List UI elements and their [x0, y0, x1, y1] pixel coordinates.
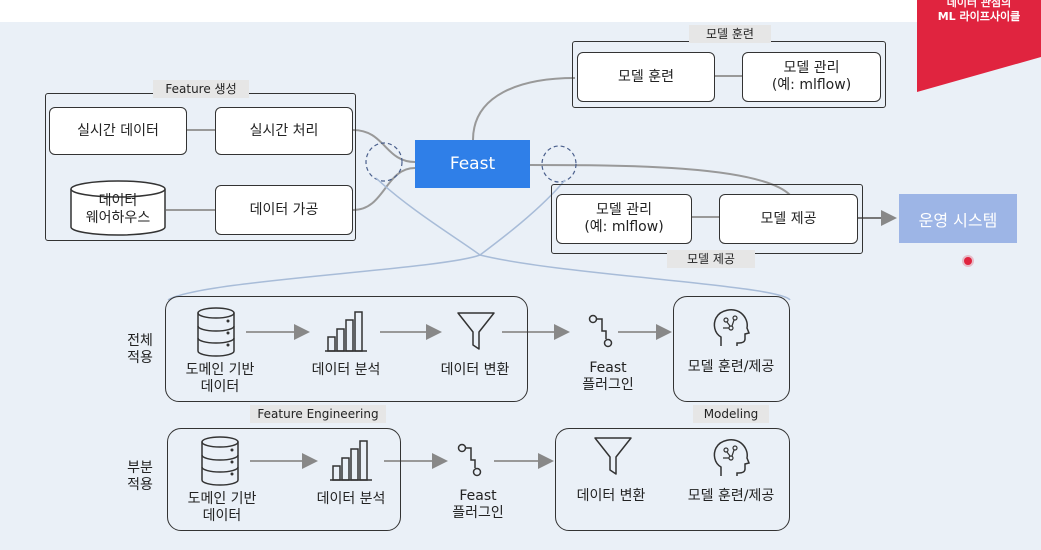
full-modeling-group — [673, 296, 790, 402]
brain-head-icon — [713, 309, 751, 346]
data-processing-box: 데이터 가공 — [215, 185, 353, 235]
bar-chart-icon — [325, 311, 367, 352]
model-management-box-1: 모델 관리 (예: mlflow) — [742, 52, 881, 102]
full-model-train-serve-label: 모델 훈련/제공 — [687, 359, 775, 375]
plugin-icon — [457, 443, 482, 477]
data-warehouse-label: 데이터 웨어하우스 — [85, 193, 151, 226]
database-icon — [197, 307, 235, 357]
filter-icon — [457, 312, 495, 350]
full-feature-engineering-group — [165, 296, 528, 402]
full-data-transform-label: 데이터 변환 — [440, 362, 510, 378]
partial-application-label: 부분 적용 — [127, 460, 153, 493]
filter-icon — [594, 437, 632, 475]
feature-generation-tag: Feature 생성 — [153, 80, 249, 98]
model-training-tag: 모델 훈련 — [689, 25, 771, 43]
corner-text-2: ML 라이프사이클 — [937, 10, 1021, 23]
partial-data-analysis-label: 데이터 분석 — [316, 491, 386, 507]
bar-chart-icon — [330, 440, 372, 481]
model-training-box: 모델 훈련 — [577, 52, 715, 102]
feast-box: Feast — [415, 140, 530, 188]
partial-modeling-group — [555, 428, 790, 531]
full-data-analysis-label: 데이터 분석 — [311, 362, 381, 378]
data-warehouse-cylinder — [70, 180, 166, 236]
modeling-tag: Modeling — [693, 405, 769, 423]
feature-engineering-tag: Feature Engineering — [250, 405, 386, 423]
plugin-icon — [588, 314, 613, 348]
corner-text-1: 데이터 관점의 — [946, 0, 1012, 9]
model-serving-box: 모델 제공 — [719, 194, 858, 244]
model-serving-tag: 모델 제공 — [667, 250, 755, 268]
brain-head-icon — [713, 439, 751, 476]
partial-domain-data-label: 도메인 기반 데이터 — [187, 491, 257, 524]
partial-feast-plugin-label: Feast 플러그인 — [452, 488, 504, 521]
partial-model-train-serve-label: 모델 훈련/제공 — [687, 488, 775, 504]
full-application-label: 전체 적용 — [127, 333, 153, 366]
database-icon — [201, 436, 239, 486]
partial-feature-engineering-group — [167, 428, 401, 531]
partial-data-transform-label: 데이터 변환 — [576, 488, 646, 504]
full-domain-data-label: 도메인 기반 데이터 — [185, 362, 255, 395]
realtime-processing-box: 실시간 처리 — [215, 107, 353, 155]
model-management-box-2: 모델 관리 (예: mlflow) — [556, 194, 692, 244]
top-bar — [0, 0, 1041, 22]
realtime-data-box: 실시간 데이터 — [49, 107, 187, 155]
laser-pointer-dot — [964, 257, 972, 265]
operating-system-box: 운영 시스템 — [899, 194, 1017, 243]
full-feast-plugin-label: Feast 플러그인 — [582, 360, 634, 393]
